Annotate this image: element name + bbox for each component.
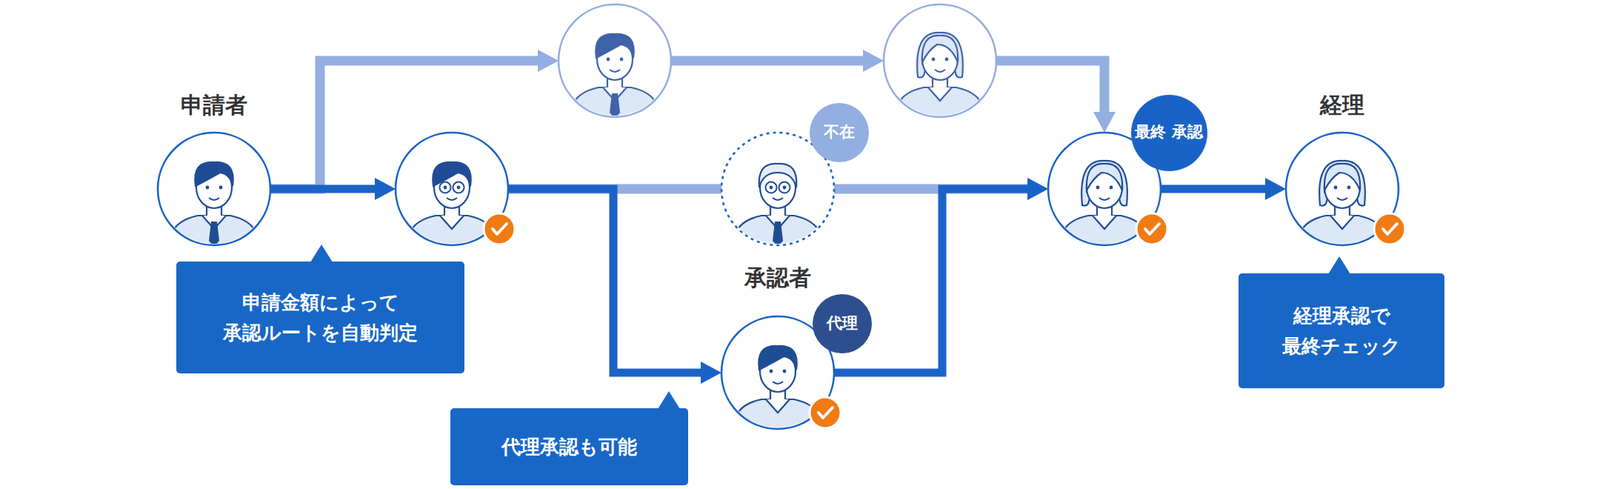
person-circle-outline (1285, 132, 1399, 246)
arrow-head (1093, 111, 1116, 133)
person-circle-ground (395, 132, 509, 246)
person-circle-ground (883, 4, 997, 118)
flow-connector (834, 177, 1049, 373)
check-mark (483, 213, 515, 245)
arrow-head (862, 49, 884, 72)
status-badge: 代理 (812, 294, 872, 354)
connector-line (834, 188, 1031, 373)
check-mark (809, 397, 841, 429)
arrow-head (1027, 177, 1049, 200)
check-mark (1136, 213, 1168, 245)
person-shape (558, 4, 672, 118)
connector-line (270, 185, 378, 194)
arrow-head (700, 361, 722, 384)
person-circle-outline (395, 132, 509, 246)
callout-box: 申請金額によって 承認ルートを自動判定 (176, 261, 465, 374)
connector-line (671, 56, 866, 66)
person-illustration (1058, 160, 1151, 258)
callout-pointer (1328, 256, 1351, 275)
status-badge: 不在 (809, 102, 869, 163)
node-heading: 申請者 (180, 90, 248, 121)
person-node (558, 4, 672, 118)
callout-pointer (657, 391, 680, 409)
person-circle-outline (558, 4, 672, 118)
person-circle-ground (1285, 132, 1399, 246)
person-circle-outline (157, 132, 271, 246)
person-node (883, 4, 997, 118)
connector-line (508, 188, 704, 373)
arrow-head (1265, 177, 1286, 200)
person-illustration (731, 345, 824, 441)
flow-connector (508, 188, 722, 384)
person-node: 不在 (721, 132, 835, 246)
callout-box: 経理承認で 最終チェック (1238, 273, 1445, 389)
group-label: 承認者 (744, 262, 812, 294)
person-node: 最終 承認 (1048, 132, 1161, 246)
node-heading: 経理 (1320, 90, 1365, 121)
person-illustration (1296, 160, 1389, 258)
connector-line (996, 60, 1105, 115)
flow-connector (270, 177, 396, 200)
flow-connector (1160, 177, 1286, 200)
person-node: 代理 (721, 316, 835, 429)
person-illustration (568, 34, 661, 129)
person-node (395, 132, 509, 246)
callout-text: 申請金額によって 承認ルートを自動判定 (191, 287, 450, 348)
callout-text: 経理承認で 最終チェック (1253, 300, 1430, 361)
badge-text: 代理 (826, 314, 858, 333)
person-illustration (405, 162, 498, 258)
flow-connector (671, 49, 884, 72)
person-illustration (731, 163, 824, 258)
check-mark (1374, 213, 1406, 245)
person-shape (1285, 132, 1399, 246)
person-illustration (894, 32, 986, 129)
person-shape (883, 4, 997, 118)
person-shape (157, 132, 271, 246)
flow-connector (996, 60, 1116, 133)
person-node: 申請者 (157, 132, 271, 246)
callout-text: 代理承認も可能 (501, 431, 638, 462)
callout-pointer (310, 244, 333, 263)
badge-text: 不在 (823, 122, 855, 142)
connector-line (1160, 185, 1269, 194)
status-badge: 最終 承認 (1131, 94, 1208, 172)
arrow-head (1027, 177, 1049, 200)
arrow-head (374, 177, 396, 200)
callout-box: 代理承認も可能 (450, 408, 689, 486)
person-illustration (168, 162, 260, 258)
person-circle-outline (883, 4, 997, 118)
badge-text: 最終 承認 (1134, 122, 1203, 142)
arrow-head (537, 49, 559, 72)
person-node: 経理 (1285, 132, 1399, 246)
person-shape (395, 132, 509, 246)
